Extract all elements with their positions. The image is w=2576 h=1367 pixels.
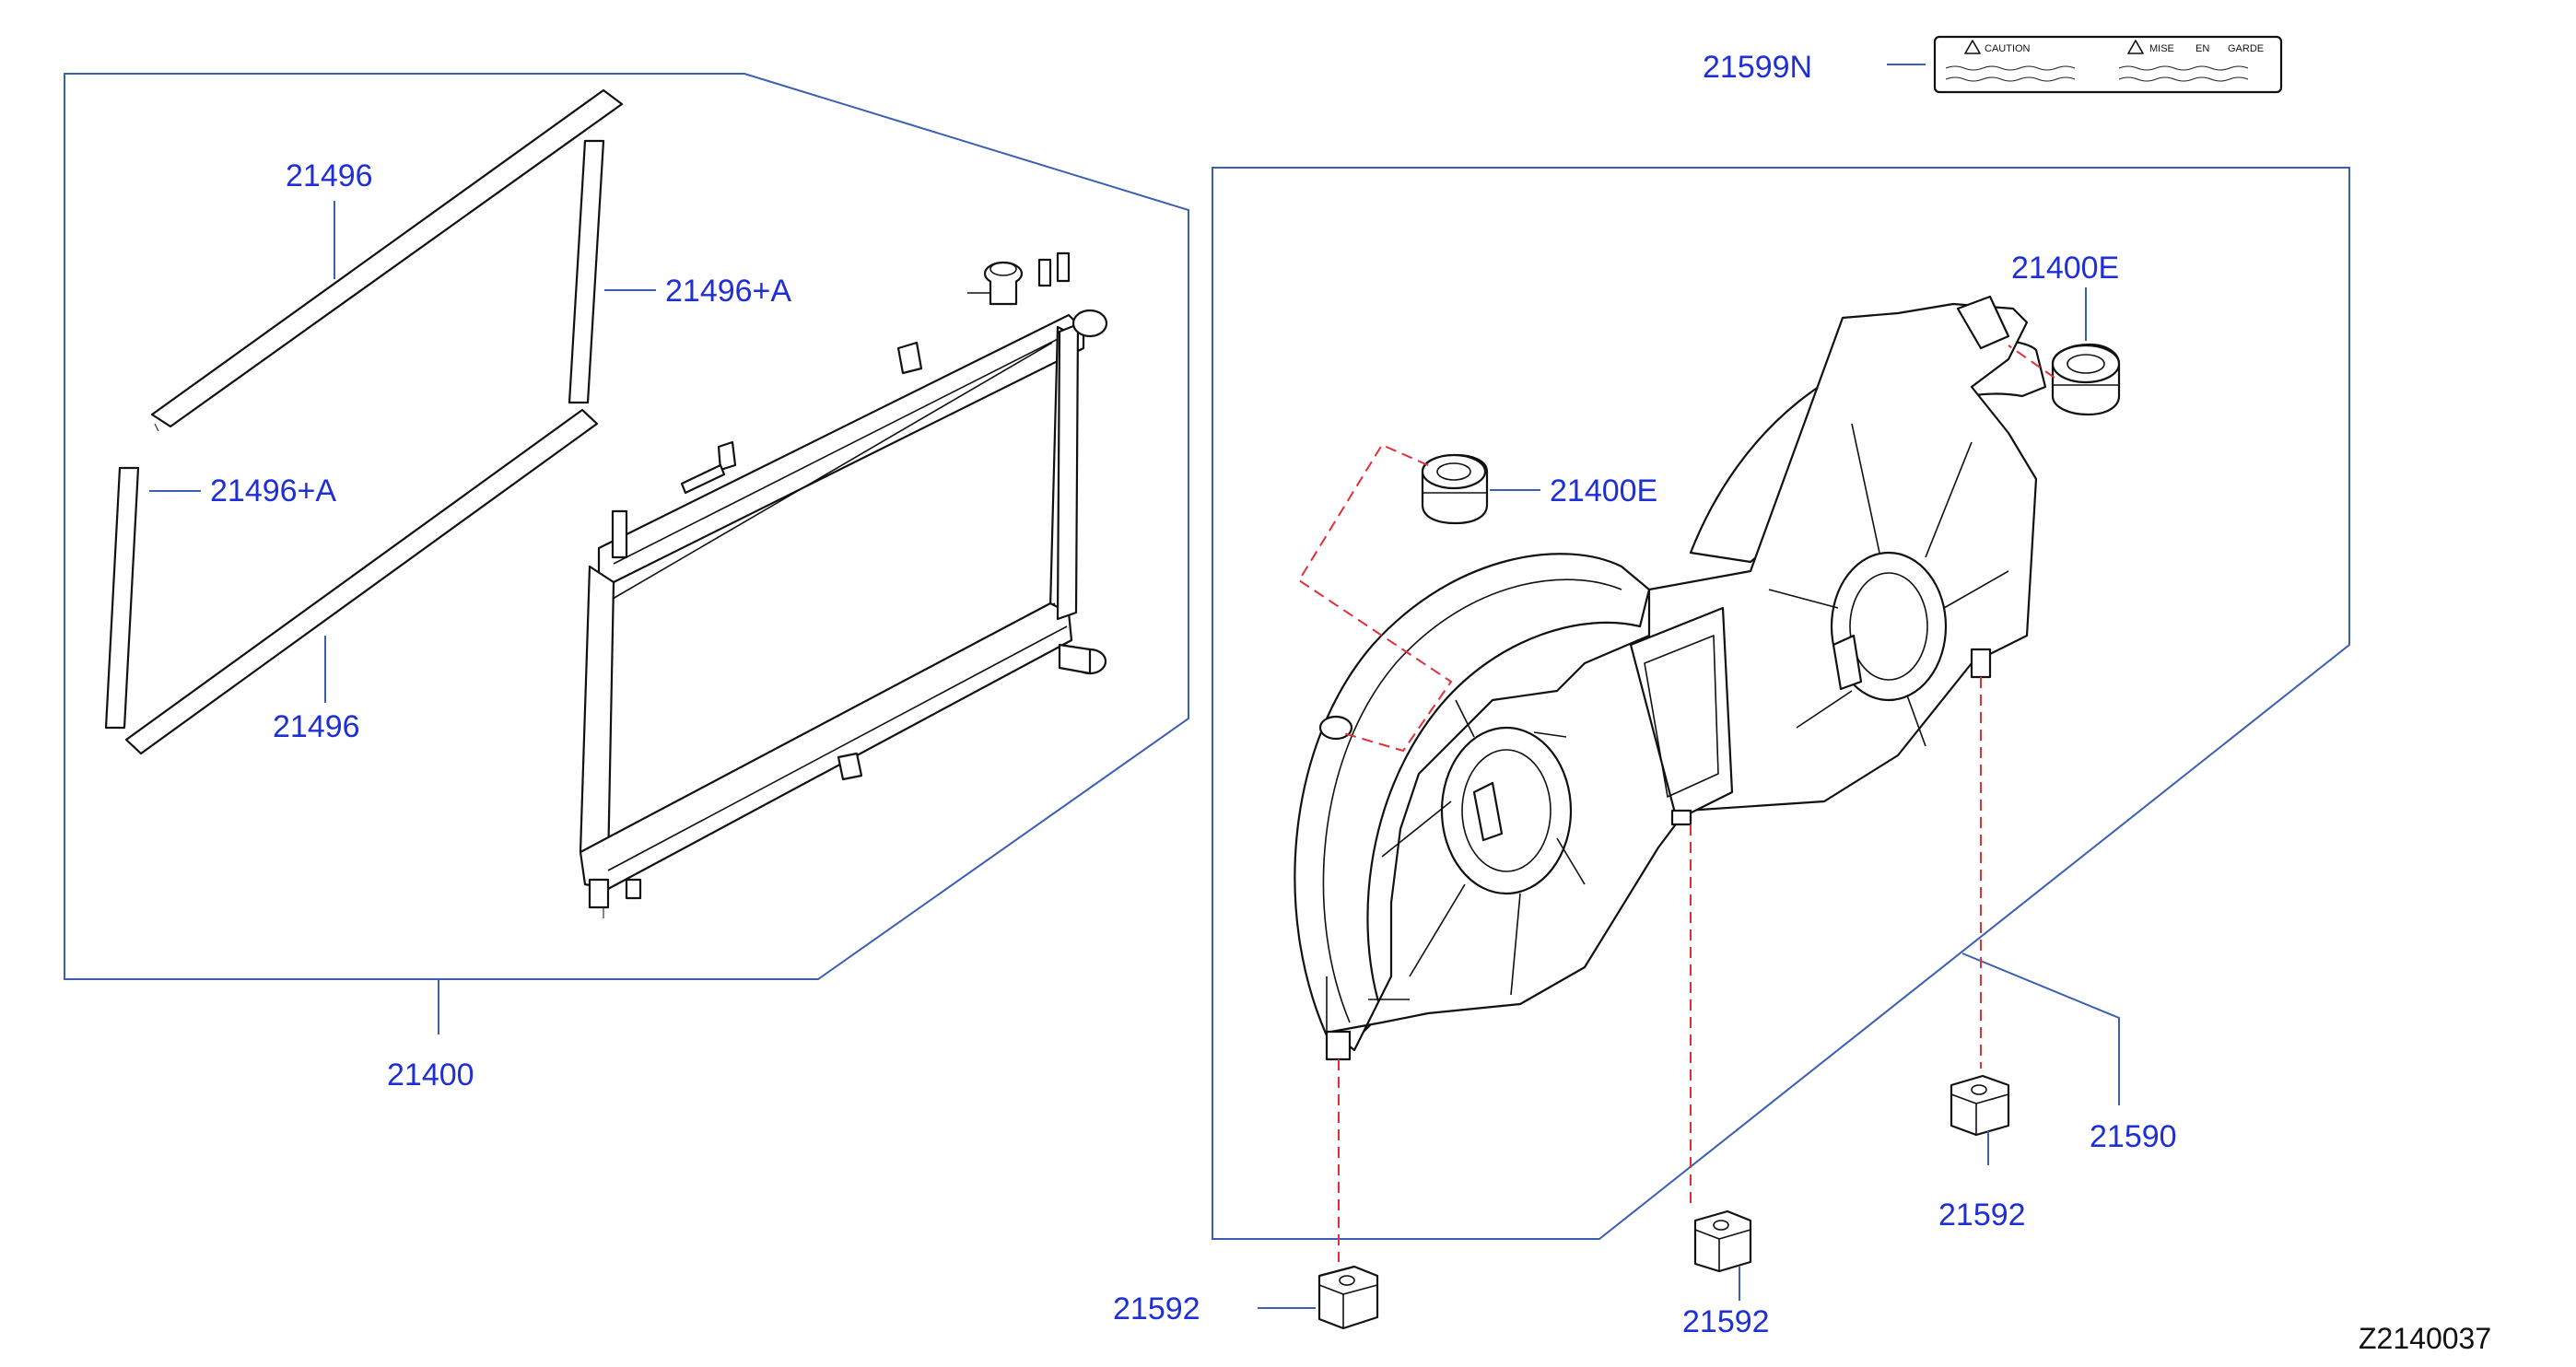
callout-caution-label: 21599N [1703, 50, 1812, 85]
callout-mount-right: 21592 [1938, 1198, 2026, 1233]
radiator-group-frame [64, 73, 1189, 980]
bushing-left-dash [1297, 443, 1453, 753]
bushing-upper [2051, 343, 2121, 416]
garde-title: GARDE [2228, 43, 2264, 54]
fan-group-frame [1212, 167, 2350, 1240]
en-title: EN [2195, 43, 2209, 54]
mise-title: MISE [2149, 43, 2174, 54]
warning-triangle-icon-2 [2127, 40, 2144, 54]
caution-title: CAUTION [1985, 43, 2031, 54]
mount-bottom-left [1258, 1265, 1379, 1330]
callout-bushing-upper: 21400E [2011, 251, 2119, 286]
callout-mount-left: 21592 [1113, 1291, 1200, 1326]
callout-seal-side-right: 21496+A [665, 274, 791, 309]
radiator-core [579, 251, 1108, 918]
callout-fan-shroud: 21590 [2090, 1119, 2177, 1154]
callout-seal-lower: 21496 [273, 709, 360, 744]
callout-radiator: 21400 [387, 1057, 474, 1092]
callout-seal-side-left: 21496+A [210, 473, 336, 508]
seal-side-right [568, 139, 656, 404]
bushing-upper-dash [2008, 345, 2055, 379]
drawing-code: Z2140037 [2359, 1322, 2491, 1355]
mount-bottom-center [1693, 1209, 1752, 1301]
bushing-left [1421, 453, 1540, 525]
fan-shroud-leader [1961, 952, 2120, 1105]
mount-bottom-right [1950, 1074, 2010, 1165]
fan-shroud [1294, 295, 2047, 1061]
caution-plate: CAUTION MISE EN GARDE [1933, 35, 2283, 94]
seal-upper [150, 88, 624, 432]
callout-bushing-left: 21400E [1550, 473, 1657, 508]
callout-seal-upper: 21496 [286, 158, 373, 193]
seal-lower [124, 408, 599, 755]
seal-side-left [104, 466, 201, 730]
warning-triangle-icon [1964, 40, 1981, 54]
callout-mount-center: 21592 [1682, 1304, 1770, 1339]
